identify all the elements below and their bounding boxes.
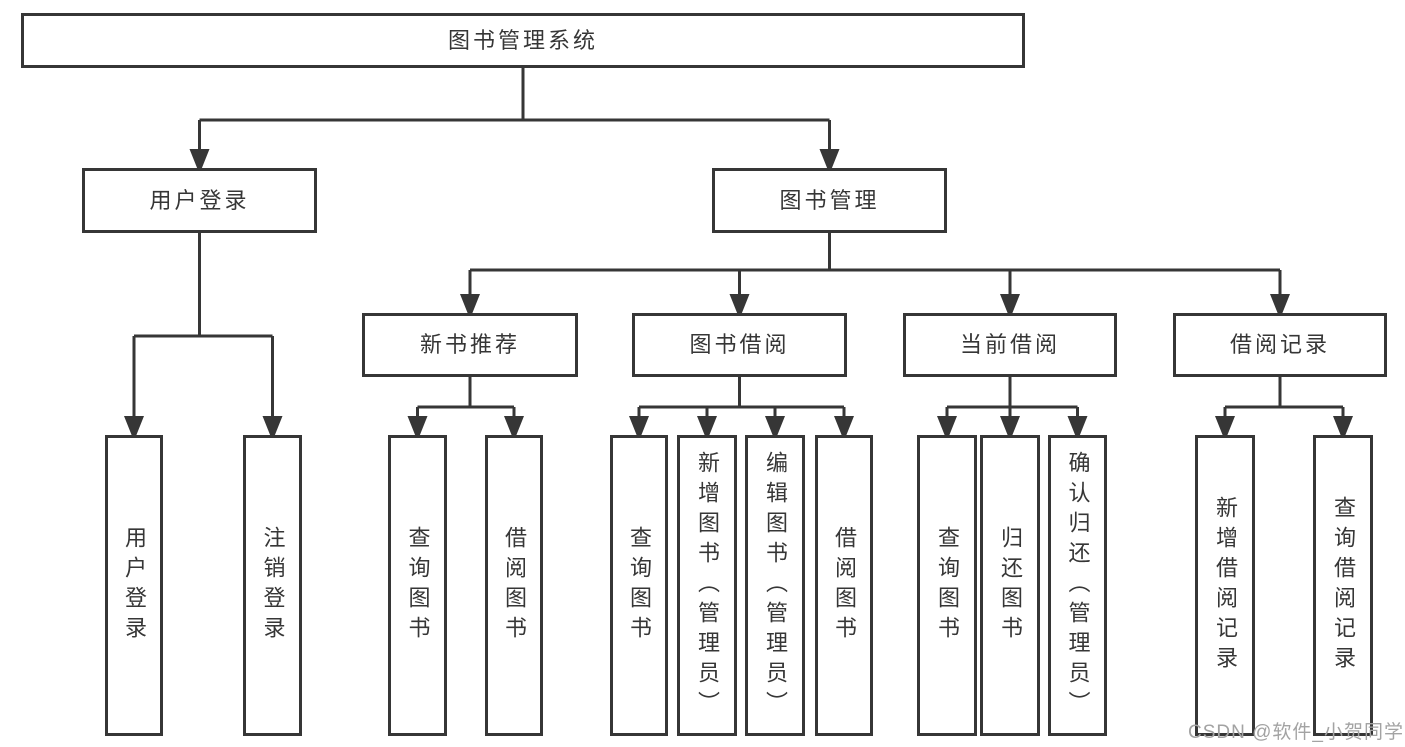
node-label-br-add: 新增借阅记录 (1213, 495, 1238, 676)
node-label-user-login: 用户登录 (149, 187, 250, 213)
node-borrow-records: 借阅记录 (1173, 313, 1387, 377)
arrowhead-icon (1000, 416, 1020, 441)
arrowhead-icon (1270, 294, 1290, 319)
arrowhead-icon (834, 416, 854, 441)
node-bb-edit: 编辑图书（管理员） (745, 435, 805, 736)
node-nb-borrow: 借阅图书 (485, 435, 543, 736)
watermark: CSDN @软件_小贺同学 (1188, 722, 1404, 743)
node-label-borrow-records: 借阅记录 (1229, 332, 1330, 357)
arrowhead-icon (765, 416, 785, 441)
node-ul-login: 用户登录 (105, 435, 163, 736)
node-current-borrow: 当前借阅 (903, 313, 1117, 377)
arrowhead-icon (1067, 416, 1088, 441)
arrowhead-icon (407, 416, 428, 441)
node-label-nb-borrow: 借阅图书 (502, 525, 527, 646)
node-label-bb-add: 新增图书（管理员） (695, 450, 720, 721)
node-bb-add: 新增图书（管理员） (677, 435, 737, 736)
node-label-cb-return: 归还图书 (998, 525, 1023, 646)
node-ul-logout: 注销登录 (243, 435, 302, 736)
node-label-ul-login: 用户登录 (122, 525, 147, 646)
node-label-bb-query: 查询图书 (627, 525, 652, 646)
node-label-book-mgmt: 图书管理 (779, 187, 880, 213)
arrowhead-icon (504, 416, 524, 441)
arrowhead-icon (697, 416, 717, 441)
node-label-root: 图书管理系统 (447, 27, 598, 53)
node-new-books: 新书推荐 (362, 313, 578, 377)
node-label-br-query: 查询借阅记录 (1331, 495, 1356, 676)
node-label-bb-borrow: 借阅图书 (832, 525, 857, 646)
node-cb-confirm: 确认归还（管理员） (1048, 435, 1107, 736)
node-root: 图书管理系统 (21, 13, 1025, 68)
arrowhead-icon (819, 149, 840, 174)
arrowhead-icon (1215, 416, 1235, 441)
arrowhead-icon (460, 294, 480, 319)
node-br-add: 新增借阅记录 (1195, 435, 1255, 736)
arrowhead-icon (937, 416, 957, 441)
node-bb-borrow: 借阅图书 (815, 435, 873, 736)
arrowhead-icon (262, 416, 283, 441)
node-label-book-borrow: 图书借阅 (689, 332, 790, 357)
node-label-new-books: 新书推荐 (419, 332, 520, 357)
node-book-mgmt: 图书管理 (712, 168, 947, 233)
node-user-login: 用户登录 (82, 168, 317, 233)
arrowhead-icon (124, 416, 144, 441)
node-cb-return: 归还图书 (980, 435, 1040, 736)
node-label-ul-logout: 注销登录 (260, 525, 286, 646)
arrowhead-icon (629, 416, 649, 441)
node-nb-query: 查询图书 (388, 435, 447, 736)
node-br-query: 查询借阅记录 (1313, 435, 1373, 736)
node-label-cb-confirm: 确认归还（管理员） (1065, 450, 1091, 721)
node-cb-query: 查询图书 (917, 435, 977, 736)
node-label-bb-edit: 编辑图书（管理员） (763, 450, 788, 721)
node-label-nb-query: 查询图书 (405, 525, 431, 646)
node-book-borrow: 图书借阅 (632, 313, 847, 377)
node-label-cb-query: 查询图书 (935, 525, 960, 646)
node-bb-query: 查询图书 (610, 435, 668, 736)
arrowhead-icon (1333, 416, 1353, 441)
arrowhead-icon (1000, 294, 1020, 319)
arrowhead-icon (729, 294, 750, 319)
node-label-current-borrow: 当前借阅 (959, 332, 1060, 357)
arrowhead-icon (189, 149, 210, 174)
